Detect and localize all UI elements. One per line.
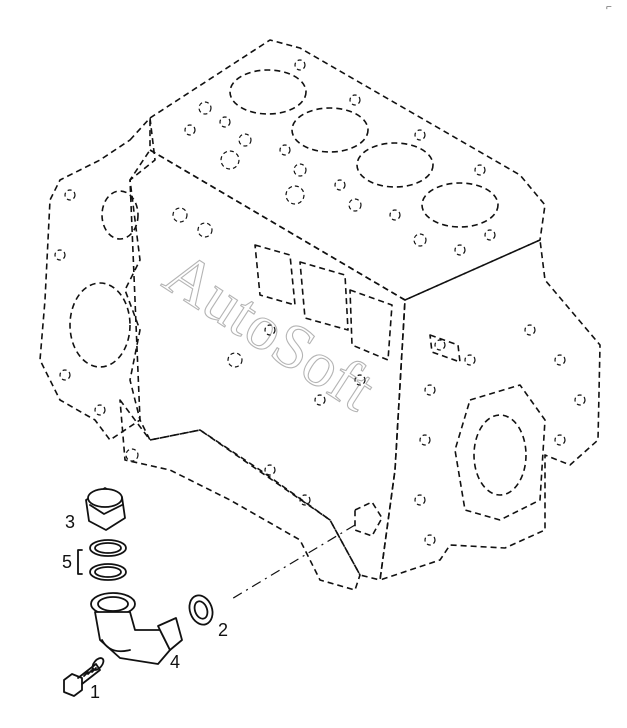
block-side-face bbox=[129, 149, 406, 581]
leader-line bbox=[229, 524, 356, 601]
part-4-elbow-pipe bbox=[90, 592, 183, 665]
engine-block bbox=[39, 39, 601, 591]
front-bore bbox=[473, 414, 527, 496]
side-window-1 bbox=[254, 244, 296, 306]
block-rear-flange bbox=[39, 117, 156, 441]
block-top-deck bbox=[149, 39, 546, 301]
front-holes bbox=[414, 324, 586, 546]
part-3-plug bbox=[85, 487, 126, 531]
bore-1 bbox=[229, 69, 307, 115]
rear-flange-port bbox=[101, 190, 139, 240]
mounting-boss bbox=[354, 501, 383, 537]
flange-bolt-holes bbox=[54, 189, 139, 462]
callout-3: 3 bbox=[65, 512, 75, 532]
corner-mark: ⌐ bbox=[606, 2, 612, 13]
part-5-o-rings bbox=[77, 539, 127, 581]
callout-2: 2 bbox=[218, 620, 228, 640]
deck-holes bbox=[184, 59, 496, 256]
callout-4: 4 bbox=[170, 652, 180, 672]
bore-4 bbox=[421, 182, 499, 228]
part-2-seal-ring bbox=[188, 594, 214, 626]
part-1-bolt bbox=[63, 657, 105, 697]
bore-2 bbox=[291, 107, 369, 153]
bore-3 bbox=[356, 142, 434, 188]
block-skirt bbox=[119, 399, 361, 591]
side-window-2 bbox=[299, 261, 349, 331]
rear-flange-opening bbox=[69, 282, 131, 368]
front-opening bbox=[454, 384, 546, 521]
callout-5: 5 bbox=[62, 552, 72, 572]
block-front-face bbox=[379, 239, 601, 581]
callout-1: 1 bbox=[90, 682, 100, 702]
front-pipe-stub bbox=[429, 334, 461, 363]
side-holes bbox=[172, 207, 366, 506]
watermark-text: AutoSoft bbox=[152, 237, 388, 424]
